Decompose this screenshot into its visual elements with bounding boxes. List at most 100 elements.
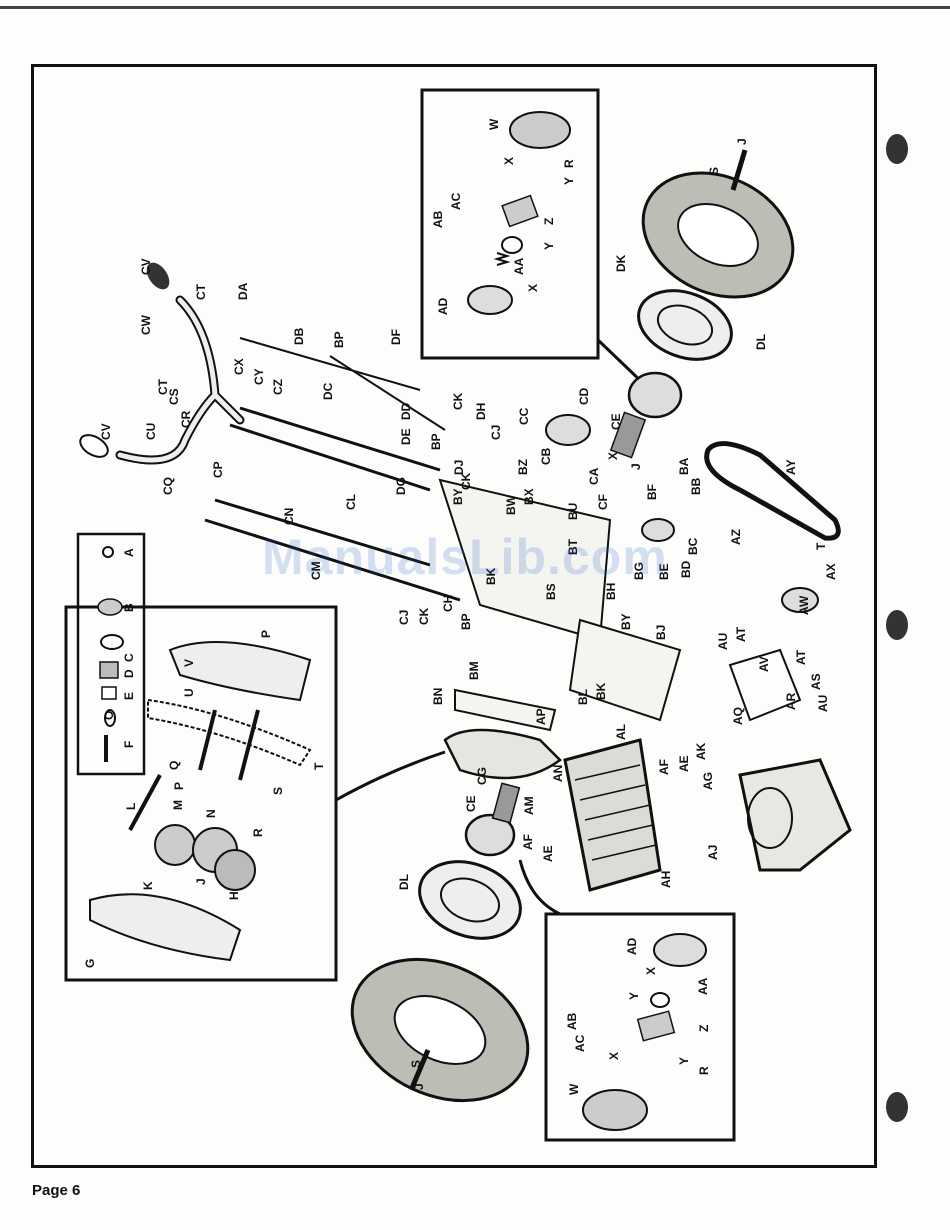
callout: AC bbox=[449, 192, 463, 210]
callout: BY bbox=[451, 488, 465, 505]
callouts-inset-top: W X Y R AB AC Z AA Y X AD bbox=[431, 118, 576, 315]
callouts-main: CV CT DA CW DB BP DF CX CY CZ CT CS DC D… bbox=[99, 138, 838, 890]
callout: Z bbox=[697, 1025, 711, 1032]
callout: BT bbox=[566, 538, 580, 555]
callouts-inset-bottom: AD X AA AB AC Y Z Y X R W bbox=[565, 937, 711, 1095]
callout: CJ bbox=[397, 610, 411, 625]
callout: CX bbox=[232, 358, 246, 375]
callout: W bbox=[567, 1083, 581, 1095]
callout: J bbox=[735, 138, 749, 145]
callout: AN bbox=[551, 765, 565, 782]
callout: AU bbox=[716, 633, 730, 650]
callouts-gearcase: A B C D E O F P V U T Q S P L M N R K J … bbox=[83, 548, 326, 968]
callout: CF bbox=[596, 494, 610, 510]
callout: CV bbox=[99, 423, 113, 440]
callout: AU bbox=[816, 695, 830, 712]
callout: CH bbox=[441, 595, 455, 612]
callout: Y bbox=[542, 242, 556, 250]
callout: BH bbox=[604, 583, 618, 600]
callout: CZ bbox=[271, 379, 285, 395]
callout: Q bbox=[167, 761, 181, 770]
callout: DL bbox=[397, 874, 411, 890]
callout: DC bbox=[321, 382, 335, 400]
callout: BP bbox=[332, 331, 346, 348]
page-number: Page 6 bbox=[32, 1182, 81, 1199]
callout: W bbox=[487, 118, 501, 130]
callout: AV bbox=[757, 656, 771, 672]
callout: AB bbox=[565, 1012, 579, 1030]
diagram-frame bbox=[31, 64, 877, 1168]
callout: Y bbox=[627, 992, 641, 1000]
callout: BW bbox=[504, 494, 518, 515]
callout: CM bbox=[309, 561, 323, 580]
callout: S bbox=[409, 1060, 423, 1068]
callout: BY bbox=[619, 613, 633, 630]
callout: DB bbox=[292, 327, 306, 345]
callout: AG bbox=[701, 772, 715, 790]
callout: Y bbox=[562, 177, 576, 185]
callout: CP bbox=[211, 461, 225, 478]
callout: AB bbox=[431, 210, 445, 228]
callout: AC bbox=[573, 1034, 587, 1052]
callout: BD bbox=[679, 560, 693, 578]
callout: S bbox=[271, 787, 285, 795]
callout: AL bbox=[614, 724, 628, 740]
scan-edge-line bbox=[0, 6, 950, 9]
callout: R bbox=[251, 828, 265, 837]
callout: Y bbox=[677, 1057, 691, 1065]
callout: AX bbox=[824, 563, 838, 580]
callout: AT bbox=[734, 626, 748, 642]
callout: U bbox=[182, 688, 196, 697]
callout: X bbox=[606, 452, 620, 460]
callout: CK bbox=[451, 392, 465, 410]
callout: P bbox=[172, 782, 186, 790]
callout: J bbox=[629, 463, 643, 470]
callout: X bbox=[526, 284, 540, 292]
callout: DD bbox=[399, 402, 413, 420]
callout: X bbox=[644, 967, 658, 975]
callout: AA bbox=[512, 257, 526, 275]
callout: M bbox=[171, 800, 185, 810]
callout: DG bbox=[394, 477, 408, 495]
callout: T bbox=[312, 762, 326, 770]
callout: AF bbox=[657, 759, 671, 775]
callout: AT bbox=[794, 649, 808, 665]
callout: AY bbox=[784, 459, 798, 475]
callout: BL bbox=[576, 689, 590, 705]
inset-box-top bbox=[420, 88, 600, 360]
callout: CG bbox=[475, 767, 489, 785]
callout: CE bbox=[609, 413, 623, 430]
binder-hole-2 bbox=[886, 610, 908, 640]
callout: BZ bbox=[516, 459, 530, 475]
callout: AR bbox=[784, 692, 798, 710]
callout: CY bbox=[252, 368, 266, 385]
callout: BX bbox=[522, 488, 536, 505]
inset-box-gearcase bbox=[64, 605, 338, 982]
callout: BA bbox=[677, 457, 691, 475]
callout: BP bbox=[429, 433, 443, 450]
callout: O bbox=[102, 711, 116, 720]
callout: J bbox=[412, 1083, 426, 1090]
callout: CR bbox=[179, 410, 193, 428]
inset-box-small-parts bbox=[76, 532, 146, 776]
callout: T bbox=[814, 542, 828, 550]
callout: CE bbox=[464, 795, 478, 812]
watermark: ManualsLib.com bbox=[262, 529, 668, 585]
callout: P bbox=[259, 630, 273, 638]
grip-upper bbox=[146, 262, 170, 290]
callout: CK bbox=[459, 472, 473, 490]
callout: C bbox=[122, 653, 136, 662]
callout: BC bbox=[686, 537, 700, 555]
callout: X bbox=[502, 157, 516, 165]
callout: AP bbox=[534, 708, 548, 725]
callout: AE bbox=[541, 845, 555, 862]
callout: BM bbox=[467, 661, 481, 680]
grip-lower bbox=[79, 434, 109, 458]
inset-box-bottom bbox=[544, 912, 736, 1142]
callout: CA bbox=[587, 467, 601, 485]
callout: DL bbox=[754, 334, 768, 350]
callout: BJ bbox=[654, 625, 668, 640]
callouts-wheel-bottom: S J bbox=[409, 1060, 426, 1090]
callout: CD bbox=[577, 387, 591, 405]
